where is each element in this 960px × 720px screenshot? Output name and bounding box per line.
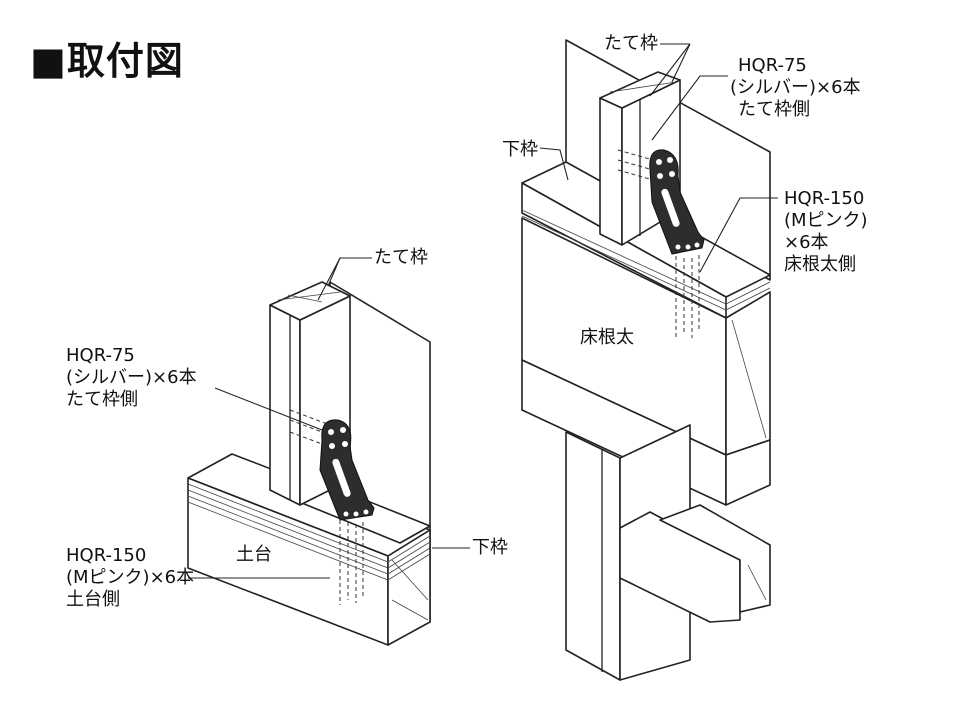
right-lower-beam (619, 511, 741, 623)
right-joist-label: 床根太 (580, 327, 634, 348)
right-anchor-top-model: HQR-75 (738, 55, 807, 76)
left-anchor-bottom-spec: (Mピンク)×6本 (66, 567, 195, 588)
right-anchor-bottom-spec: (Mピンク) (784, 210, 868, 231)
right-assembly (521, 39, 771, 681)
right-joist-end (725, 291, 771, 456)
left-screws (289, 409, 364, 605)
right-stud-front (599, 97, 623, 246)
right-anchor-bottom-position: 床根太側 (784, 254, 856, 275)
left-leaders (188, 257, 470, 579)
left-bottom-frame-label: 下枠 (472, 537, 508, 558)
right-anchor-bottom-count: ×6本 (784, 232, 829, 253)
left-anchor-top-position: たて枠側 (66, 389, 138, 410)
left-anchor-top-model: HQR-75 (66, 345, 135, 366)
left-anchor-bracket (319, 419, 375, 521)
left-sill-end (387, 529, 431, 646)
right-anchor-top-spec: (シルバー)×6本 (730, 77, 861, 98)
right-stud-top (599, 71, 681, 109)
page-title: ■取付図 (30, 39, 184, 83)
right-lower-post (565, 431, 621, 681)
right-anchor-bottom-model: HQR-150 (784, 188, 865, 209)
right-anchor-bracket (649, 149, 705, 255)
left-anchor-bottom-model: HQR-150 (66, 545, 147, 566)
right-anchor-top-position: たて枠側 (738, 99, 810, 120)
left-anchor-bottom-position: 土台側 (66, 589, 120, 610)
left-stud-front (269, 304, 301, 506)
right-frame-vertical-label: たて枠 (604, 33, 658, 54)
right-bottom-frame-label: 下枠 (502, 139, 538, 160)
left-sill-label: 土台 (236, 544, 272, 565)
left-assembly (187, 281, 431, 646)
right-leaders (539, 43, 778, 273)
right-lower-rim-end (725, 439, 771, 506)
left-anchor-top-spec: (シルバー)×6本 (66, 367, 197, 388)
left-frame-vertical-label: たて枠 (374, 247, 428, 268)
right-lower-beam2 (659, 504, 771, 613)
